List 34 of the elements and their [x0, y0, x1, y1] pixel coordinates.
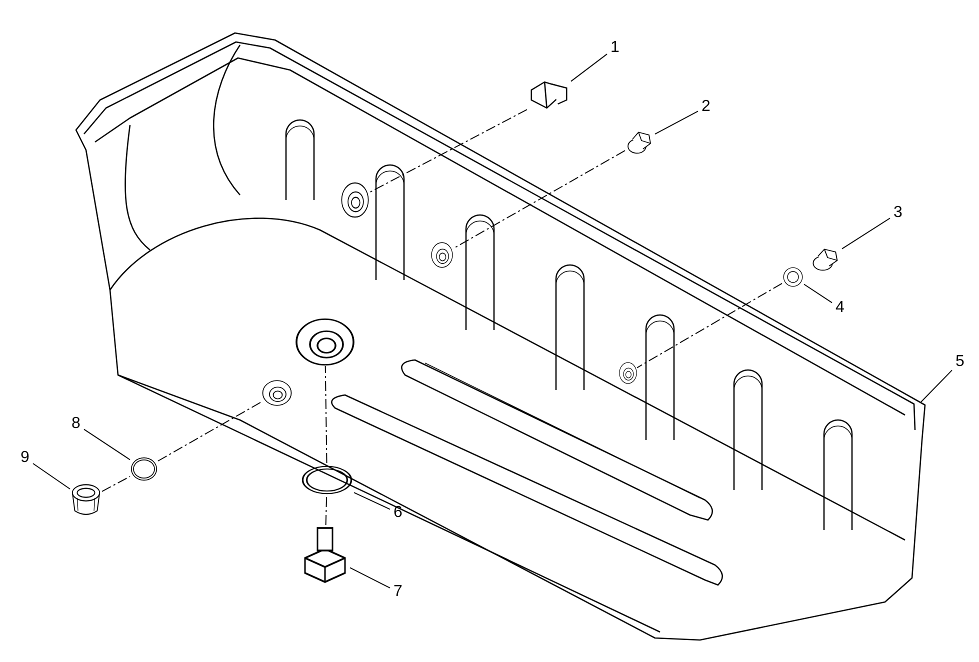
port-hole: [431, 242, 453, 268]
part-drawing: [70, 482, 102, 518]
leader-line: [32, 463, 70, 490]
leader-line: [350, 567, 390, 588]
port-hole: [341, 182, 369, 218]
center-line: [368, 109, 528, 194]
leader-line: [570, 54, 608, 82]
part-drawing: [130, 455, 158, 483]
center-line: [325, 496, 328, 526]
leader-line: [804, 284, 832, 304]
callout-number: 5: [952, 352, 968, 372]
leader-line: [354, 492, 390, 510]
callout-number: 2: [698, 97, 714, 117]
center-line: [324, 366, 328, 464]
leader-line: [842, 218, 890, 250]
callout-number: 6: [390, 503, 406, 523]
center-line: [636, 282, 782, 368]
part-drawing: [300, 463, 354, 497]
callout-number: 8: [68, 414, 84, 434]
callout-number: 3: [890, 203, 906, 223]
callout-number: 4: [832, 298, 848, 318]
port-hole: [262, 380, 292, 406]
callout-number: 9: [17, 448, 33, 468]
center-line: [158, 401, 262, 462]
callout-number: 7: [390, 582, 406, 602]
port-hole: [619, 362, 637, 384]
leader-line: [920, 370, 952, 402]
callout-number: 1: [607, 38, 623, 58]
leader-line: [84, 428, 130, 460]
center-line: [452, 150, 626, 250]
leader-line: [654, 110, 698, 135]
center-line: [102, 476, 130, 492]
part-drawing: [782, 266, 804, 288]
port-hole: [295, 318, 355, 366]
